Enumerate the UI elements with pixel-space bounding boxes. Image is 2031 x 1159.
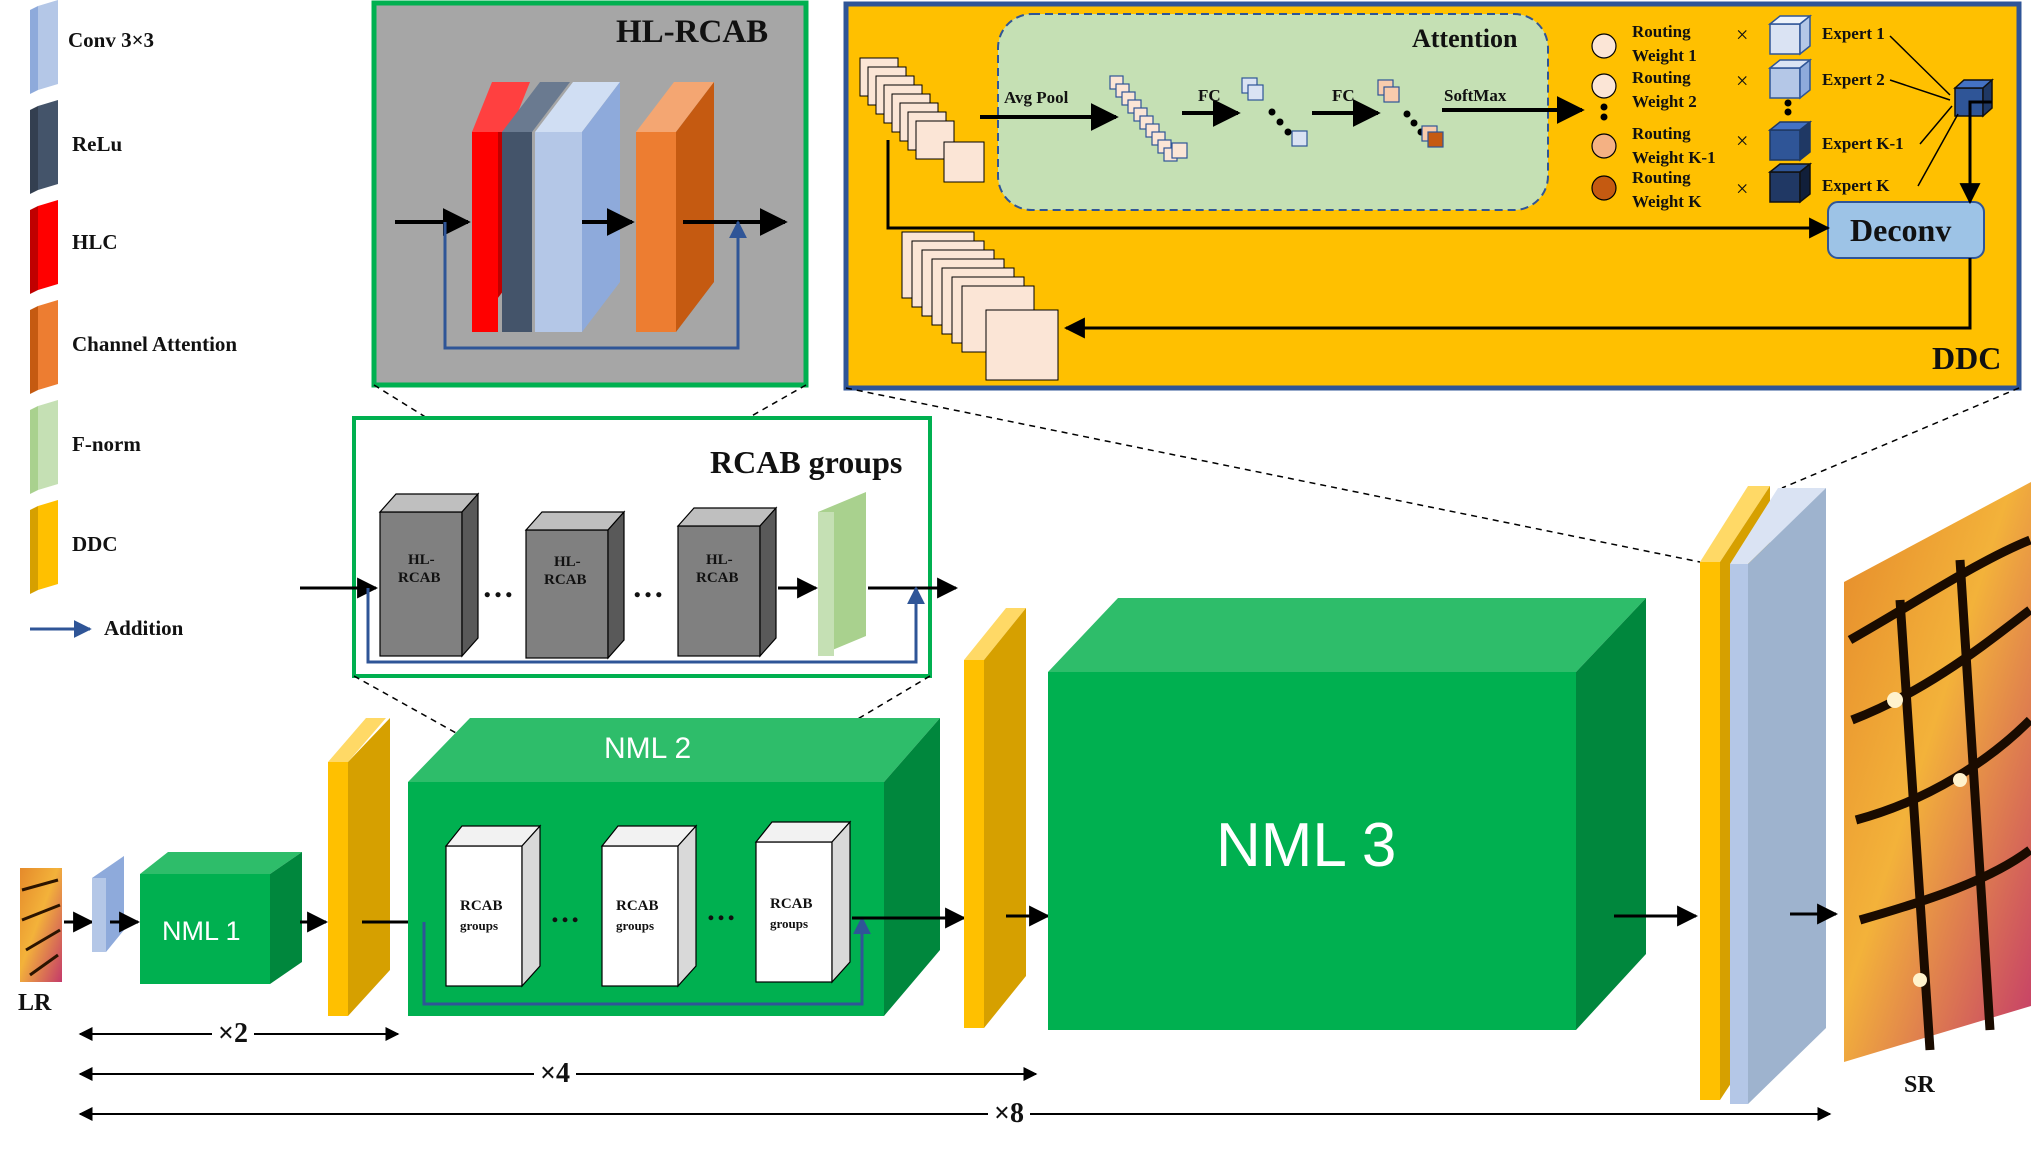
scale-x2-label: ×2 <box>212 1018 254 1050</box>
times-4: × <box>1736 176 1749 201</box>
nml2-rcab-3-line2: groups <box>770 916 809 931</box>
fc2-vector <box>1377 79 1444 148</box>
legend-relu-label: ReLu <box>72 132 123 156</box>
nml2-block <box>408 718 940 1016</box>
lr-image <box>20 868 62 982</box>
main-conv-layer <box>92 856 124 952</box>
expert-k1-label: Expert K-1 <box>1822 134 1904 153</box>
expert-2-label: Expert 2 <box>1822 70 1885 89</box>
routing-weight-k-dot <box>1591 175 1617 201</box>
hl-rcab-block-1-label-1: HL- <box>408 552 435 568</box>
combined-kernel-cube <box>1953 78 1994 118</box>
expert-1-cube <box>1767 14 1813 56</box>
routing-2-line1: Routing <box>1632 68 1691 87</box>
softmax-label: SoftMax <box>1444 86 1507 105</box>
times-1: × <box>1736 22 1749 47</box>
ddc-input-stack <box>859 57 985 183</box>
nml2-ellipsis-2: … <box>706 894 736 927</box>
nml2-label: NML 2 <box>604 732 692 765</box>
legend-conv-swatch <box>30 0 58 94</box>
routing-k-line2: Weight K <box>1632 192 1702 211</box>
legend-hlc-swatch <box>30 200 58 294</box>
hl-rcab-title: HL-RCAB <box>616 14 769 50</box>
legend-fnorm-swatch <box>30 400 58 494</box>
expert-2-cube <box>1767 58 1813 100</box>
nml2-rcab-group-2 <box>600 824 698 988</box>
attention-title: Attention <box>1412 24 1518 53</box>
main-ddc-1 <box>328 718 390 1016</box>
times-2: × <box>1736 68 1749 93</box>
nml2-rcab-2-line1: RCAB <box>616 898 659 914</box>
legend-relu-swatch <box>30 100 58 194</box>
hl-rcab-block-3 <box>676 506 778 658</box>
ddc-title: DDC <box>1932 340 2002 376</box>
routing-k-line1: Routing <box>1632 168 1691 187</box>
nml2-rcab-1-line1: RCAB <box>460 898 503 914</box>
hl-rcab-panel <box>371 0 809 388</box>
times-3: × <box>1736 128 1749 153</box>
legend-addition-label: Addition <box>104 616 184 640</box>
legend-ddc-swatch <box>30 500 58 594</box>
expert-k-cube <box>1767 162 1813 204</box>
routing-weight-k1-dot <box>1591 133 1617 159</box>
expert-k-label: Expert K <box>1822 176 1890 195</box>
pooled-vector <box>1109 75 1188 162</box>
routing-k1-line1: Routing <box>1632 124 1691 143</box>
hl-rcab-block-3-label-2: RCAB <box>696 570 739 586</box>
routing-k1-line2: Weight K-1 <box>1632 148 1716 167</box>
nml2-rcab-group-1 <box>444 824 542 988</box>
nml3-label: NML 3 <box>1216 811 1397 880</box>
nml2-rcab-group-3 <box>754 820 852 984</box>
fc2-label: FC <box>1332 86 1355 105</box>
avg-pool-label: Avg Pool <box>1004 88 1069 107</box>
rcab-ellipsis-1: … <box>482 568 514 604</box>
nml1-block <box>140 852 302 984</box>
hl-rcab-block-2-label-1: HL- <box>554 554 581 570</box>
main-ddc-2 <box>964 608 1026 1028</box>
routing-weight-2-dot <box>1591 73 1617 99</box>
hl-rcab-block-2-label-2: RCAB <box>544 572 587 588</box>
legend-hlc-label: HLC <box>72 230 118 254</box>
rcab-groups-panel <box>300 416 959 678</box>
hl-rcab-block-2 <box>524 510 626 660</box>
legend-channel-attention-swatch <box>30 300 58 394</box>
scale-x8-label: ×8 <box>988 1098 1030 1130</box>
routing-2-line2: Weight 2 <box>1632 92 1697 111</box>
routing-1-line2: Weight 1 <box>1632 46 1697 65</box>
nml1-label: NML 1 <box>162 916 241 946</box>
scale-x4-label: ×4 <box>534 1058 576 1090</box>
routing-1-line1: Routing <box>1632 22 1691 41</box>
nml3-block <box>1048 598 1646 1030</box>
lr-label: LR <box>18 990 52 1016</box>
legend-channel-attention-label: Channel Attention <box>72 332 238 356</box>
nml2-rcab-2-line2: groups <box>616 918 655 933</box>
hl-rcab-block-1-label-2: RCAB <box>398 570 441 586</box>
fnorm-block <box>818 492 866 656</box>
fc1-label: FC <box>1198 86 1221 105</box>
nml2-ellipsis-1: … <box>550 896 580 929</box>
expert-k1-cube <box>1767 120 1813 162</box>
legend <box>30 0 92 638</box>
deconv-label: Deconv <box>1850 212 1952 248</box>
ddc-panel <box>843 1 2022 391</box>
nml2-rcab-3-line1: RCAB <box>770 896 813 912</box>
legend-fnorm-label: F-norm <box>72 432 141 456</box>
rcab-ellipsis-2: … <box>632 568 664 604</box>
fc1-vector <box>1241 77 1308 147</box>
output-conv-layer <box>1730 488 1826 1104</box>
hl-rcab-block-1 <box>378 492 480 658</box>
nml2-rcab-1-line2: groups <box>460 918 499 933</box>
ddc-output-stack <box>901 231 1059 381</box>
sr-image <box>1844 482 2031 1062</box>
routing-weight-1-dot <box>1591 33 1617 59</box>
rcab-groups-title: RCAB groups <box>710 444 903 480</box>
expert-1-label: Expert 1 <box>1822 24 1885 43</box>
legend-ddc-label: DDC <box>72 532 118 556</box>
hl-rcab-block-3-label-1: HL- <box>706 552 733 568</box>
legend-conv-label: Conv 3×3 <box>68 28 155 52</box>
sr-label: SR <box>1904 1072 1935 1098</box>
